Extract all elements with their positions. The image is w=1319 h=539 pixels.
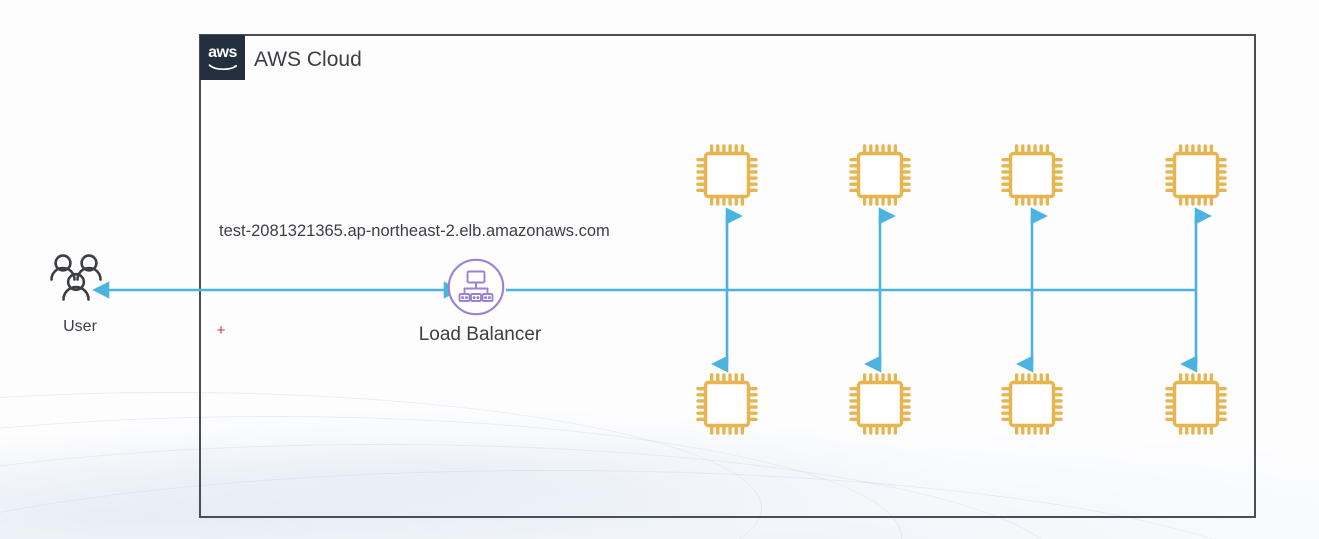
users-icon	[46, 252, 116, 308]
load-balancer-icon[interactable]	[447, 258, 505, 316]
aws-cloud-boundary	[199, 34, 1256, 518]
ec2-instance-icon[interactable]	[845, 369, 915, 439]
aws-badge-text: aws	[208, 43, 237, 61]
ec2-instance-icon[interactable]	[997, 140, 1067, 210]
aws-logo-icon: aws	[200, 35, 245, 80]
plus-marker-icon: +	[216, 322, 226, 339]
ec2-instance-icon[interactable]	[845, 140, 915, 210]
ec2-instance-icon[interactable]	[997, 369, 1067, 439]
ec2-instance-icon[interactable]	[1161, 140, 1231, 210]
user-label: User	[63, 318, 97, 335]
ec2-instance-icon[interactable]	[692, 369, 762, 439]
load-balancer-label: Load Balancer	[418, 324, 542, 345]
load-balancer-dns-label: test-2081321365.ap-northeast-2.elb.amazo…	[219, 222, 610, 240]
aws-cloud-label: AWS Cloud	[254, 48, 362, 71]
ec2-instance-icon[interactable]	[1161, 369, 1231, 439]
ec2-instance-icon[interactable]	[692, 140, 762, 210]
